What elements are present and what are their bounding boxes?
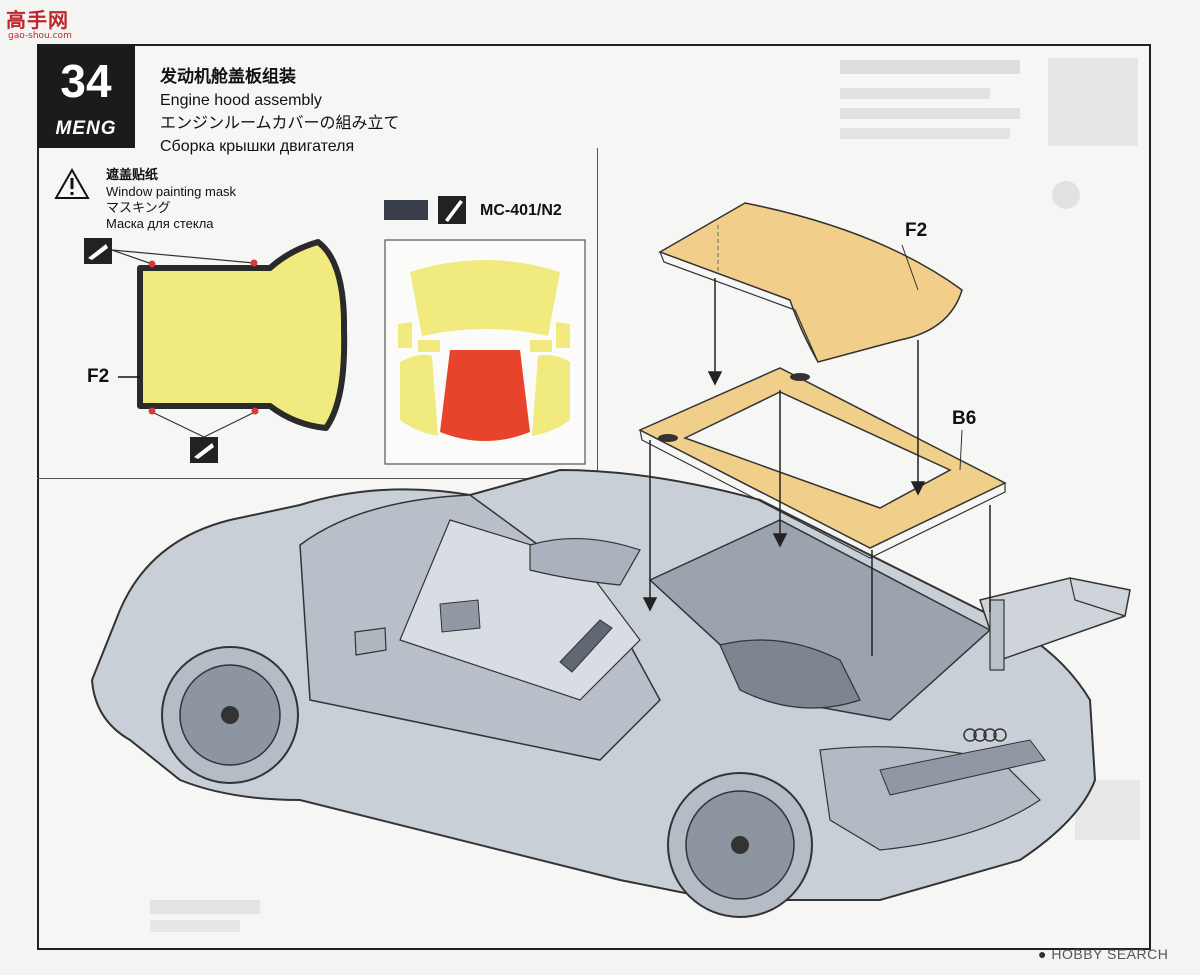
title-russian: Сборка крышки двигателя	[160, 138, 355, 155]
part-label-mask: F2	[87, 366, 110, 387]
brush-icon	[438, 196, 466, 224]
bottom-watermark-text: HOBBY SEARCH	[1051, 946, 1169, 962]
watermark-subtitle: gao-shou.com	[8, 31, 72, 41]
cut-icon	[190, 437, 218, 463]
watermark-logo: 高手网 gao-shou.com	[6, 4, 76, 44]
step-title-block: 发动机舱盖板组装 Engine hood assembly エンジンルームカバー…	[160, 66, 400, 158]
mask-english: Window painting mask	[106, 184, 237, 199]
paint-code: MC-401/N2	[480, 202, 562, 219]
bottom-watermark: ● HOBBY SEARCH	[1038, 946, 1169, 962]
mask-panel	[37, 148, 598, 479]
title-english: Engine hood assembly	[160, 92, 322, 109]
part-label-frame: B6	[952, 408, 977, 429]
part-label-hood: F2	[905, 220, 928, 241]
mask-russian: Маска для стекла	[106, 216, 214, 231]
brand-logo: MENG	[55, 118, 117, 139]
car-body	[90, 468, 1131, 918]
assembly-arrows	[642, 278, 991, 656]
step-badge: 34 MENG	[37, 44, 135, 148]
hood-panel	[658, 202, 963, 363]
cut-icon	[84, 238, 112, 264]
window-mask-shape	[137, 239, 348, 431]
warning-icon	[54, 167, 90, 199]
step-number: 34	[60, 55, 112, 107]
mask-chinese: 遮盖贴纸	[106, 168, 159, 183]
mask-japanese: マスキング	[106, 200, 171, 215]
watermark-title: 高手网	[6, 8, 69, 32]
paint-swatch	[384, 200, 428, 220]
title-japanese: エンジンルームカバーの組み立て	[160, 115, 400, 132]
mask-caption: 遮盖贴纸 Window painting mask マスキング Маска дл…	[106, 168, 236, 232]
title-chinese: 发动机舱盖板组装	[160, 67, 296, 87]
